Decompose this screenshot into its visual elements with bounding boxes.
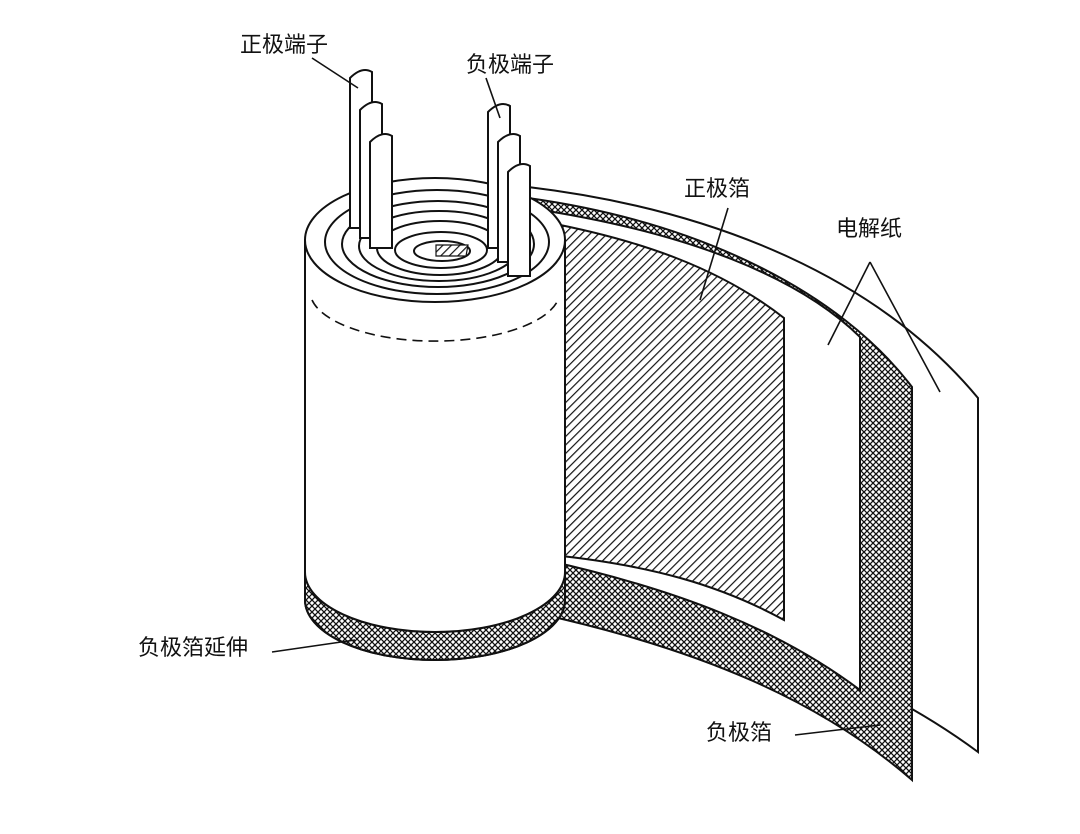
negative-terminal-tab: [507, 163, 531, 277]
roll-lower-bottom-edge: [304, 599, 566, 661]
winding-ring: [394, 231, 488, 269]
positive-foil-label: 正极箔: [684, 177, 750, 202]
winding-ring: [324, 189, 550, 295]
negative-foil-extension-label: 负极箔延伸: [138, 636, 248, 661]
electrolytic-paper-leader-inner: [827, 261, 871, 346]
positive-foil-sheet: [543, 220, 785, 622]
roll-dashed-layer-boundary: [311, 299, 559, 342]
positive-terminal-label: 正极端子: [240, 33, 328, 58]
negative-foil-extension-leader: [271, 639, 356, 653]
negative-foil-leader: [794, 724, 881, 736]
winding-ring: [341, 200, 535, 288]
electrolytic-paper-label: 电解纸: [836, 217, 902, 242]
negative-foil-label: 负极箔: [706, 721, 772, 746]
negative-terminal-label: 负极端子: [466, 53, 554, 78]
roll-body: [304, 239, 566, 633]
positive-terminal-leader: [311, 57, 359, 89]
winding-core-hatch: [435, 244, 469, 257]
electrolytic-paper-leader-outer: [869, 261, 941, 393]
negative-terminal-leader: [485, 77, 501, 119]
positive-foil-leader: [699, 207, 729, 301]
winding-ring: [413, 240, 471, 262]
positive-terminal-tab: [369, 133, 393, 249]
